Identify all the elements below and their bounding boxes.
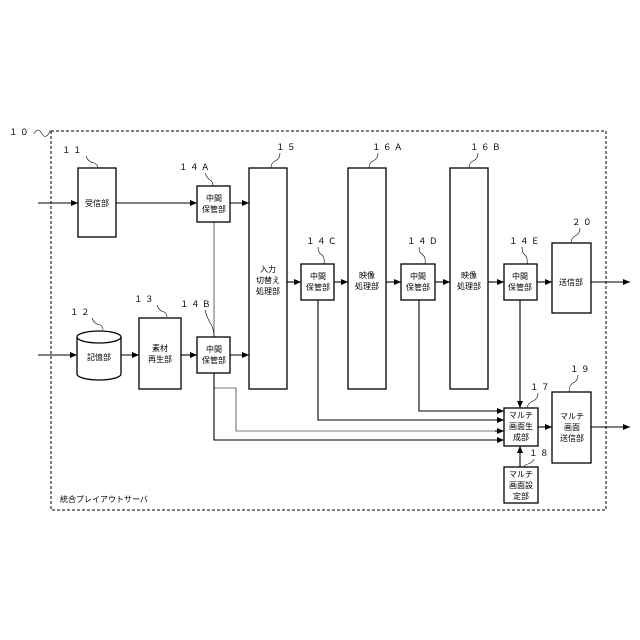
block-11-receiver: 受信部 <box>78 168 116 237</box>
block-14a-buffer: 中間 保管部 <box>197 186 230 222</box>
ref-20: ２０ <box>572 218 594 228</box>
block-18-multiscreen-settings: マルチ 画面設 定部 <box>504 467 538 503</box>
ref-17: １７ <box>530 383 552 393</box>
leader-14a <box>205 173 213 186</box>
block-19-line-1: マルチ <box>560 412 584 421</box>
block-18-line-1: マルチ <box>509 470 533 479</box>
block-14d-buffer: 中間 保管部 <box>401 264 435 300</box>
block-19-multiscreen-transmitter: マルチ 画面 送信部 <box>552 392 591 463</box>
block-15-line-3: 処理部 <box>256 286 280 296</box>
block-18-line-3: 定部 <box>513 491 529 501</box>
block-14d-line-1: 中間 <box>410 271 426 281</box>
leader-18 <box>524 459 534 467</box>
ref-16b: １６Ｂ <box>470 143 503 153</box>
leader-13 <box>157 305 167 317</box>
frame-leader <box>34 130 50 136</box>
leader-16b <box>469 153 478 168</box>
block-13-line-1: 素材 <box>152 343 168 353</box>
block-11-line-1: 受信部 <box>85 198 109 208</box>
block-14b-line-2: 保管部 <box>202 355 226 365</box>
block-14c-buffer: 中間 保管部 <box>301 264 334 300</box>
block-20-transmitter: 送信部 <box>552 243 591 313</box>
block-16b-line-1: 映像 <box>461 270 477 280</box>
ref-14e: １４Ｅ <box>509 237 542 247</box>
ref-12: １２ <box>70 308 92 318</box>
block-14b-buffer: 中間 保管部 <box>197 337 230 373</box>
ref-15: １５ <box>276 143 298 153</box>
block-16a-video-processor: 映像 処理部 <box>348 168 386 389</box>
block-14b-line-1: 中間 <box>206 344 222 354</box>
leader-20 <box>571 228 580 243</box>
block-13-line-2: 再生部 <box>148 354 172 364</box>
frame-caption: 統合プレイアウトサーバ <box>60 494 148 504</box>
block-14a-line-2: 保管部 <box>202 204 226 214</box>
block-17-line-3: 成部 <box>513 432 529 442</box>
block-13-material-player: 素材 再生部 <box>139 318 181 389</box>
block-14e-buffer: 中間 保管部 <box>504 264 537 300</box>
block-17-multiscreen-generator: マルチ 画面生 成部 <box>504 408 538 446</box>
block-15-line-2: 切替え <box>256 275 280 285</box>
frame-ref: １０ <box>9 128 31 138</box>
ref-14d: １４Ｄ <box>407 237 440 247</box>
block-16a-line-1: 映像 <box>359 270 375 280</box>
leader-14b <box>205 310 214 337</box>
block-14a-line-1: 中間 <box>206 193 222 203</box>
ref-11: １１ <box>62 146 84 156</box>
block-14e-line-2: 保管部 <box>508 282 532 292</box>
ref-14a: １４Ａ <box>179 163 212 173</box>
leader-14d <box>419 247 425 264</box>
ref-16a: １６Ａ <box>372 143 405 153</box>
leader-19 <box>569 375 578 392</box>
ref-14c: １４Ｃ <box>306 237 339 247</box>
block-14c-line-2: 保管部 <box>306 282 330 292</box>
leader-12 <box>92 318 103 330</box>
block-16b-video-processor: 映像 処理部 <box>450 168 488 389</box>
block-14c-line-1: 中間 <box>310 271 326 281</box>
leader-14c <box>318 247 324 264</box>
server-frame <box>51 131 606 510</box>
block-16b-line-2: 処理部 <box>457 281 481 291</box>
leader-11 <box>86 156 98 168</box>
block-18-line-2: 画面設 <box>509 480 533 490</box>
ref-19: １９ <box>570 365 592 375</box>
block-12-line-1: 記憶部 <box>87 352 111 362</box>
ref-13: １３ <box>134 295 156 305</box>
ref-14b: １４Ｂ <box>180 300 213 310</box>
block-14e-line-1: 中間 <box>512 271 528 281</box>
block-17-line-2: 画面生 <box>509 421 533 431</box>
ref-18: １８ <box>529 449 551 459</box>
block-15-input-switch: 入力 切替え 処理部 <box>249 168 287 389</box>
block-19-line-2: 画面 <box>564 423 580 432</box>
block-15-line-1: 入力 <box>260 264 276 274</box>
block-16a-line-2: 処理部 <box>355 281 379 291</box>
block-17-line-1: マルチ <box>509 411 533 420</box>
leader-15 <box>271 153 280 168</box>
leader-17 <box>527 393 538 408</box>
block-20-line-1: 送信部 <box>559 277 583 287</box>
block-19-line-3: 送信部 <box>560 433 584 443</box>
block-14d-line-2: 保管部 <box>406 282 430 292</box>
leader-14e <box>522 247 527 264</box>
block-12-storage: 記憶部 <box>77 331 121 380</box>
leader-16a <box>369 153 378 168</box>
